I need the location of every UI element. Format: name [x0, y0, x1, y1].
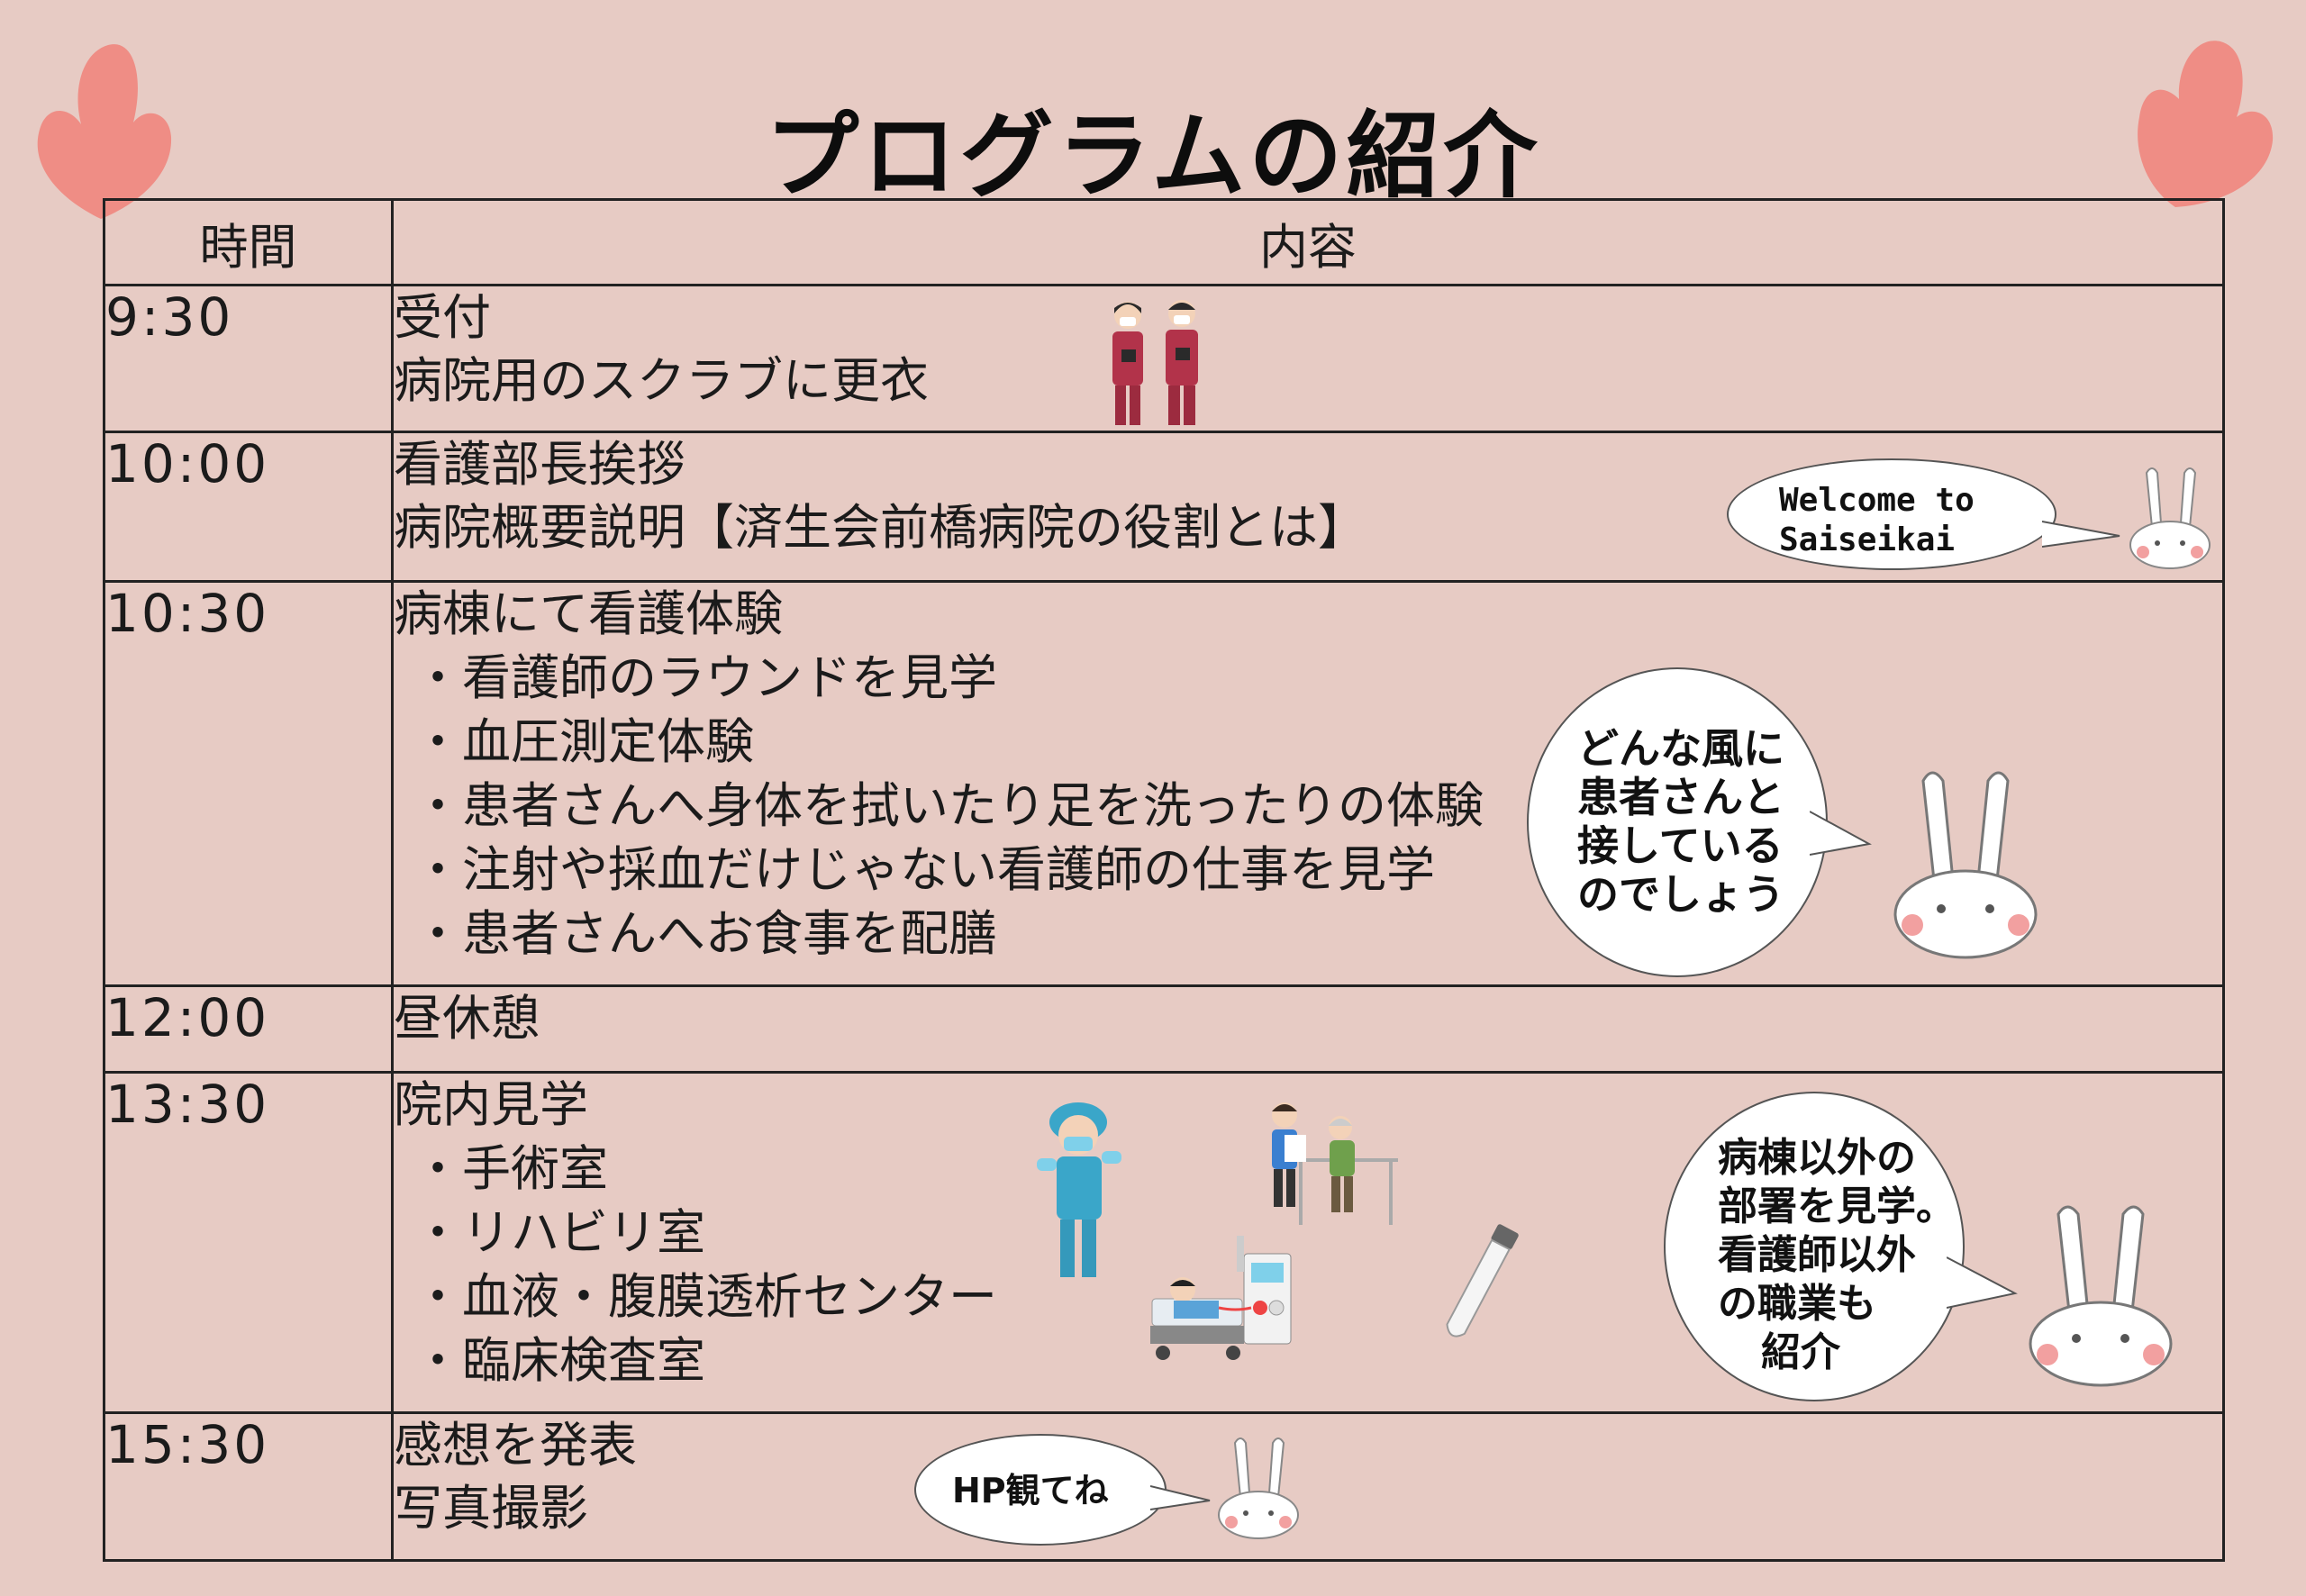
rabbit-icon	[1893, 771, 2038, 959]
table-row: 12:00 昼休憩	[103, 984, 2225, 1074]
content-cell: 病棟にて看護体験 ・看護師のラウンドを見学 ・血圧測定体験 ・患者さんへ身体を拭…	[391, 580, 2225, 987]
bubble-tail-icon	[1150, 1485, 1211, 1510]
list-item: ・臨床検査室	[413, 1332, 705, 1389]
bubble-text: 病棟以外の	[1718, 1135, 1916, 1181]
bubble-text: 接している	[1577, 821, 1784, 870]
bubble-tail-icon	[2042, 521, 2120, 548]
leaf-decoration-right-icon	[2138, 41, 2274, 208]
leaf-decoration-left-icon	[37, 44, 172, 219]
list-item: ・リハビリ室	[413, 1204, 705, 1261]
list-item: ・看護師のラウンドを見学	[413, 649, 997, 706]
dialysis-patient-icon	[1150, 1236, 1292, 1360]
header-row: 時間 内容	[103, 198, 2225, 286]
content-line: 院内見学	[394, 1076, 588, 1133]
rabbit-icon	[2029, 1205, 2173, 1387]
bubble-text: Welcome to	[1779, 482, 1975, 519]
bubble-tail-icon	[1810, 811, 1872, 856]
time-cell: 13:30	[103, 1071, 394, 1414]
bubble-text: Saiseikai	[1779, 521, 1956, 558]
content-cell: 感想を発表 写真撮影 HP観てね	[391, 1411, 2225, 1562]
list-item: ・患者さんへ身体を拭いたり足を洗ったりの体験	[413, 777, 1484, 834]
table-row: 10:00 看護部長挨拶 病院概要説明【済生会前橋病院の役割とは】 Welcom…	[103, 431, 2225, 583]
list-item: ・注射や採血だけじゃない看護師の仕事を見学	[413, 841, 1435, 898]
list-item: ・患者さんへお食事を配膳	[413, 905, 997, 962]
content-line: 昼休憩	[394, 990, 540, 1047]
time-cell: 10:30	[103, 580, 394, 987]
bubble-text: 部署を見学。	[1718, 1183, 1956, 1229]
speech-bubble-ward: どんな風に 患者さんと 接している のでしょう	[1527, 667, 1828, 977]
nurses-in-scrubs-icon	[1112, 300, 1198, 425]
content-line: 病棟にて看護体験	[394, 585, 783, 642]
header-time: 時間	[103, 198, 394, 286]
content-cell: 院内見学 ・手術室 ・リハビリ室 ・血液・腹膜透析センター ・臨床検査室	[391, 1071, 2225, 1414]
content-cell: 昼休憩	[391, 984, 2225, 1074]
content-line: 受付	[394, 289, 491, 346]
surgeon-icon	[1037, 1102, 1121, 1277]
bubble-text: 看護師以外	[1718, 1232, 1916, 1278]
list-item: ・血圧測定体験	[413, 713, 754, 770]
speech-bubble-hp: HP観てね	[914, 1434, 1167, 1546]
bubble-tail-icon	[1947, 1256, 2018, 1309]
speech-bubble-tour: 病棟以外の 部署を見学。 看護師以外 の職業も 紹介	[1664, 1092, 1965, 1401]
bubble-text: のでしょう	[1577, 870, 1784, 919]
content-line: 病院概要説明【済生会前橋病院の役割とは】	[394, 499, 1366, 556]
list-item: ・血液・腹膜透析センター	[413, 1268, 997, 1325]
test-tube-icon	[1446, 1224, 1519, 1338]
rabbit-icon	[1218, 1437, 1299, 1539]
bubble-text: 紹介	[1761, 1329, 1840, 1375]
content-line: 写真撮影	[394, 1480, 588, 1537]
time-cell: 10:00	[103, 431, 394, 583]
table-row: 9:30 受付 病院用のスクラブに更衣	[103, 284, 2225, 433]
schedule-table: 時間 内容 9:30 受付 病院用のスクラブに更衣	[103, 198, 2225, 1562]
content-cell: 受付 病院用のスクラブに更衣	[391, 284, 2225, 433]
table-row: 10:30 病棟にて看護体験 ・看護師のラウンドを見学 ・血圧測定体験 ・患者さ…	[103, 580, 2225, 987]
bubble-text: どんな風に	[1577, 724, 1784, 773]
list-item: ・手術室	[413, 1140, 608, 1197]
content-cell: 看護部長挨拶 病院概要説明【済生会前橋病院の役割とは】 Welcome to S…	[391, 431, 2225, 583]
table-row: 15:30 感想を発表 写真撮影 HP観てね	[103, 1411, 2225, 1562]
time-cell: 15:30	[103, 1411, 394, 1562]
bubble-text: 患者さんと	[1577, 773, 1784, 821]
content-line: 病院用のスクラブに更衣	[394, 352, 929, 409]
speech-bubble-welcome: Welcome to Saiseikai	[1727, 458, 2056, 570]
time-cell: 9:30	[103, 284, 394, 433]
time-cell: 12:00	[103, 984, 394, 1074]
content-line: 感想を発表	[394, 1417, 637, 1474]
rehabilitation-icon	[1272, 1102, 1398, 1225]
header-content: 内容	[391, 198, 2225, 286]
bubble-text: HP観てね	[952, 1471, 1109, 1510]
table-row: 13:30 院内見学 ・手術室 ・リハビリ室 ・血液・腹膜透析センター ・臨床検…	[103, 1071, 2225, 1414]
bubble-text: の職業も	[1718, 1281, 1876, 1327]
rabbit-icon	[2129, 467, 2211, 569]
content-line: 看護部長挨拶	[394, 436, 685, 493]
page-title: プログラムの紹介	[765, 101, 1541, 211]
